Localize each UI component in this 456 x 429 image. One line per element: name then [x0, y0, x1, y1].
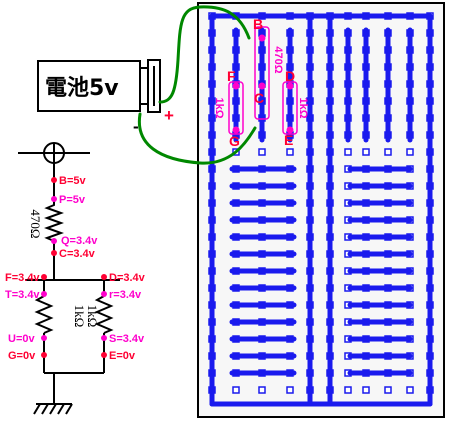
label-D: D=3.4v: [109, 272, 146, 284]
board-resistor-470-outline: [254, 26, 270, 120]
breadboard-hole: [384, 148, 392, 156]
node-dot-P: [51, 196, 57, 202]
battery-label: 電池5v: [45, 76, 119, 101]
label-Q: Q=3.4v: [61, 235, 98, 247]
battery-plus: +: [164, 106, 174, 125]
breadboard-hole: [384, 386, 392, 394]
board-dot-E: [286, 126, 294, 134]
node-dot-D: [101, 274, 107, 280]
node-dot-G: [41, 352, 47, 358]
board-resistor-1k-left-label: 1kΩ: [213, 97, 225, 118]
board-dot-B: [258, 34, 266, 42]
positive-lead-wire: [158, 5, 251, 104]
resistor-470-label: 470Ω: [28, 209, 43, 238]
label-S: S=3.4v: [109, 333, 145, 345]
breadboard-hole: [362, 148, 370, 156]
ground-icon: [33, 403, 73, 415]
board-dot-D: [286, 82, 294, 90]
node-dot-C: [51, 250, 57, 256]
label-P: P=5v: [59, 194, 86, 206]
label-F: F=3.4v: [5, 272, 40, 284]
breadboard-hole: [232, 386, 240, 394]
board-label-E: E: [284, 132, 293, 148]
node-dot-T: [41, 291, 47, 297]
node-dot-E: [101, 352, 107, 358]
breadboard-hole: [362, 386, 370, 394]
board-label-B: B: [253, 16, 263, 32]
schematic-node-dots: [41, 177, 107, 358]
resistor-470-symbol: [44, 176, 64, 262]
battery: 電池5v + -: [37, 59, 174, 136]
breadboard-hole: [344, 386, 352, 394]
resistor-1k-right-symbol: [94, 295, 114, 334]
label-C: C=3.4v: [59, 248, 96, 260]
board-label-C: C: [254, 90, 264, 106]
resistor-1k-left-symbol: [34, 295, 54, 334]
label-T: T=3.4v: [5, 289, 40, 301]
label-U: U=0v: [8, 333, 35, 345]
node-dot-U: [41, 335, 47, 341]
negative-lead-wire: [137, 112, 257, 165]
breadboard-hole: [286, 148, 294, 156]
breadboard-bus-strips: [209, 13, 433, 407]
breadboard-hole: [258, 148, 266, 156]
node-dot-Q: [51, 238, 57, 244]
node-dot-B: [51, 177, 57, 183]
breadboard-hole: [344, 148, 352, 156]
node-dot-S: [101, 335, 107, 341]
board-dot-F: [232, 82, 240, 90]
resistor-1k-left-label: 1kΩ: [72, 305, 87, 328]
label-B: B=5v: [59, 175, 86, 187]
node-dot-F: [41, 274, 47, 280]
board-resistor-470-label: 470Ω: [272, 46, 284, 73]
board-label-G: G: [229, 133, 240, 149]
node-dot-r: [101, 291, 107, 297]
breadboard-probe-dots: [232, 34, 294, 134]
label-E: E=0v: [109, 350, 136, 362]
breadboard-hole: [286, 386, 294, 394]
breadboard-hole: [258, 386, 266, 394]
breadboard-components: [228, 26, 298, 135]
breadboard-hole: [406, 148, 414, 156]
battery-minus: -: [133, 117, 139, 136]
breadboard-hole: [406, 386, 414, 394]
board-dot-C: [258, 82, 266, 90]
board-dot-G: [232, 126, 240, 134]
board-resistor-1k-right-outline: [282, 81, 298, 135]
board-label-F: F: [227, 68, 236, 84]
battery-cap: [139, 67, 149, 105]
lead-wires: [137, 5, 257, 165]
resistor-1k-right-label: 1kΩ: [85, 305, 100, 328]
board-label-D: D: [285, 68, 295, 84]
board-resistor-1k-right-label: 1kΩ: [297, 97, 309, 118]
label-G: G=0v: [8, 350, 36, 362]
board-resistor-1k-left-outline: [228, 81, 244, 135]
breadboard: [197, 2, 445, 418]
label-r: r=3.4v: [109, 289, 142, 301]
